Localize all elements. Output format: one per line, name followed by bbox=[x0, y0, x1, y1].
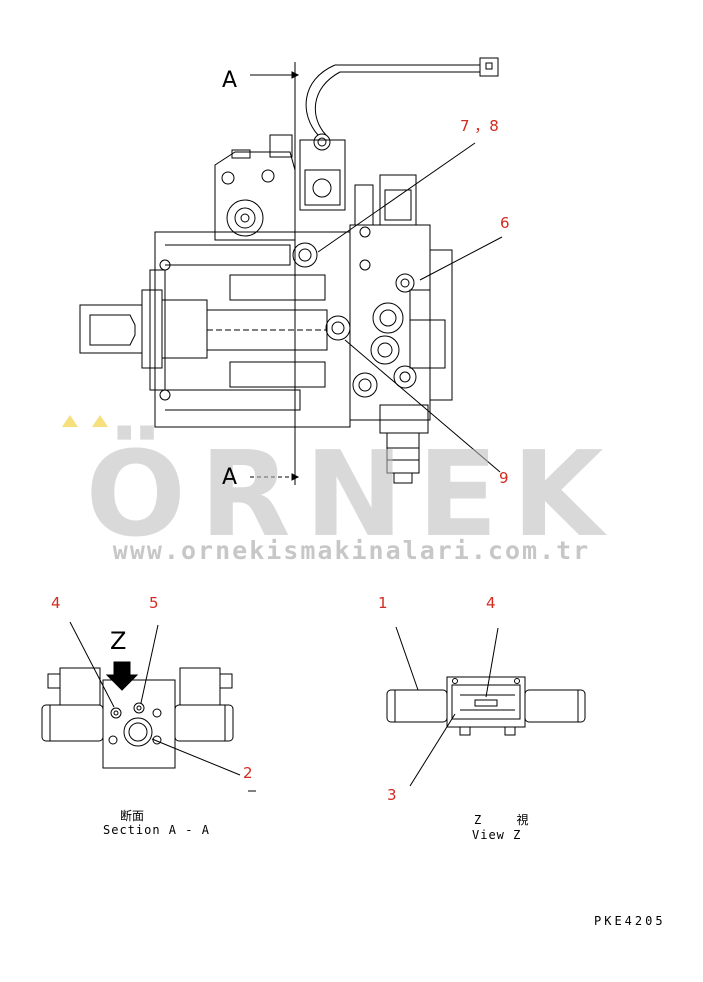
watermark-url: www.ornekismakinalari.com.tr bbox=[112, 536, 591, 565]
callout-9: 9 bbox=[499, 469, 509, 487]
caption-section-jp: 断面 bbox=[120, 809, 145, 823]
section-a-a-view bbox=[41, 621, 241, 776]
watermark-accent bbox=[92, 415, 108, 427]
callout-7-8: 7 ，8 bbox=[460, 117, 499, 135]
callout-1: 1 bbox=[378, 594, 388, 612]
watermark-brand: ÖRNEK bbox=[85, 425, 618, 563]
part-code: PKE4205 bbox=[594, 914, 666, 928]
callout-3: 3 bbox=[387, 786, 397, 804]
callout-4-viewz: 4 bbox=[486, 594, 496, 612]
section-mark-top: A bbox=[222, 68, 238, 93]
section-mark-bottom: A bbox=[222, 465, 238, 490]
callout-4-section: 4 bbox=[51, 594, 61, 612]
callout-2: 2 bbox=[243, 764, 253, 782]
callout-5: 5 bbox=[149, 594, 159, 612]
wire-harness bbox=[305, 57, 499, 136]
view-z-letter: Z bbox=[110, 627, 127, 655]
view-z bbox=[386, 626, 586, 787]
watermark-accent bbox=[62, 415, 78, 427]
callout-6: 6 bbox=[500, 214, 510, 232]
section-line-a-a bbox=[250, 62, 300, 485]
caption-viewz-jp: Z 視 bbox=[474, 813, 543, 827]
caption-viewz-en: View Z bbox=[472, 828, 522, 842]
caption-section-en: Section A - A bbox=[103, 823, 210, 837]
leader-lines-main bbox=[317, 142, 503, 473]
main-pump-assembly bbox=[79, 133, 453, 484]
